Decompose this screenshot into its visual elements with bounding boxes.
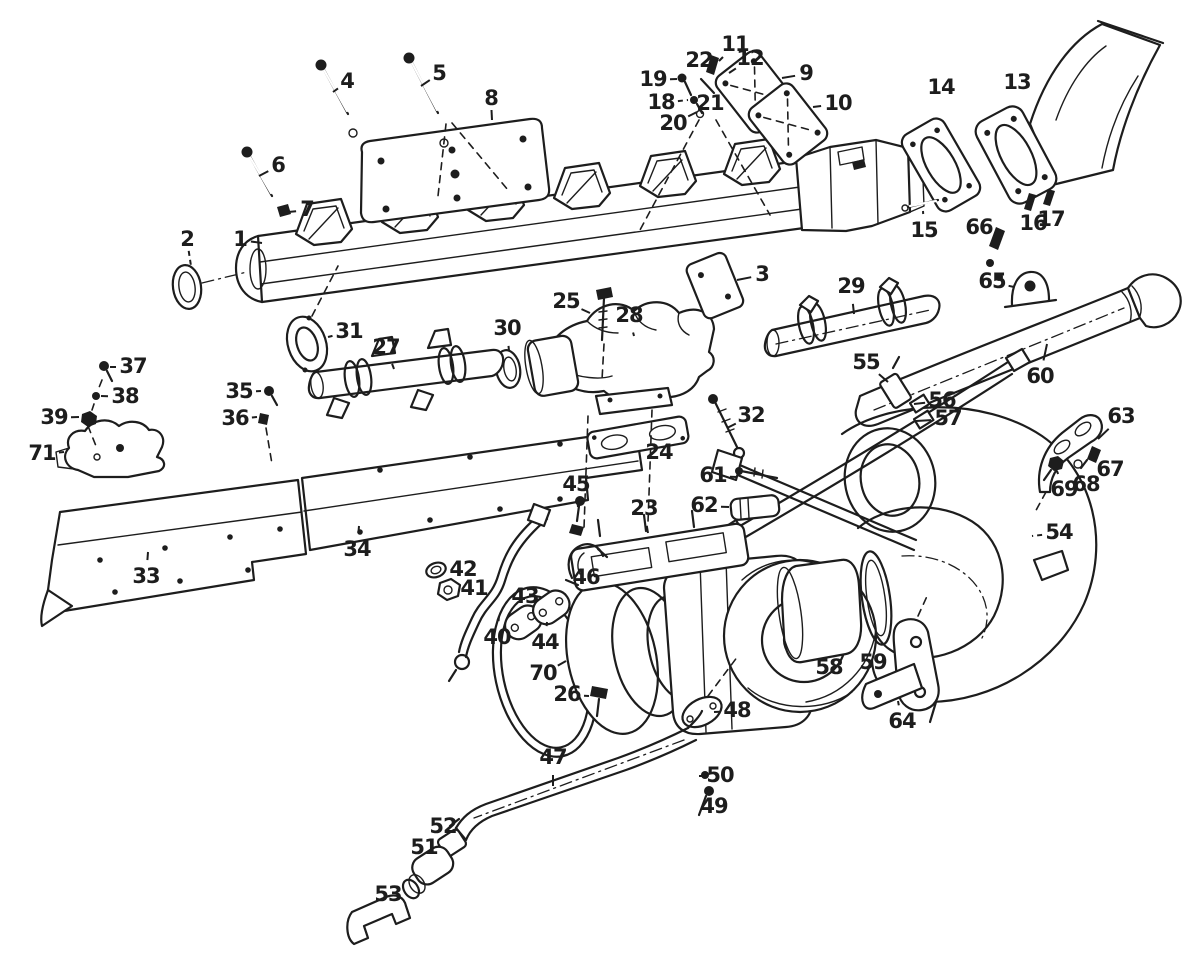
exhaust-manifold-part1 xyxy=(234,137,925,304)
bracket-part64 xyxy=(861,618,940,712)
hose-58-ring-59 xyxy=(776,550,893,664)
bolt-cluster-18-22 xyxy=(639,55,771,231)
gasket-part14 xyxy=(900,117,982,213)
bolts-49-50 xyxy=(697,771,714,817)
mounting-studs-4-7 xyxy=(241,52,449,217)
exhaust-pipe-part60 xyxy=(854,273,1182,427)
gasket-part31 xyxy=(285,265,339,373)
o-ring-part2 xyxy=(171,264,248,310)
gaskets-43-44 xyxy=(503,589,571,641)
stud-part32 xyxy=(708,394,746,460)
manifold-center-part28 xyxy=(543,301,716,416)
hardware-15-17-65-66 xyxy=(901,189,1058,309)
drain-hose-51-52-53 xyxy=(346,817,468,946)
pipe-assembly-part29 xyxy=(763,276,941,358)
shield-bracket-71 xyxy=(55,419,166,479)
gasket-part10 xyxy=(747,82,829,166)
gasket-part24 xyxy=(583,409,690,529)
drain-tube-part47 xyxy=(454,709,704,842)
heat-shield-33 xyxy=(40,478,308,628)
shield-hardware-35-39 xyxy=(81,361,279,465)
cover-plate-part3 xyxy=(685,251,745,320)
oil-line-40-41-42 xyxy=(425,502,552,683)
pipe-assembly-part27 xyxy=(307,327,505,420)
bolt-part26 xyxy=(590,686,608,718)
pin-61-sleeve-62 xyxy=(729,467,781,521)
fittings-45-46 xyxy=(564,496,609,587)
exhaust-elbow-part13 xyxy=(974,19,1165,205)
cover-plate-part8 xyxy=(359,117,551,224)
seal-ring-part30 xyxy=(494,334,580,397)
bracket-63-hardware xyxy=(1033,414,1103,515)
bolt-part25 xyxy=(596,287,613,381)
